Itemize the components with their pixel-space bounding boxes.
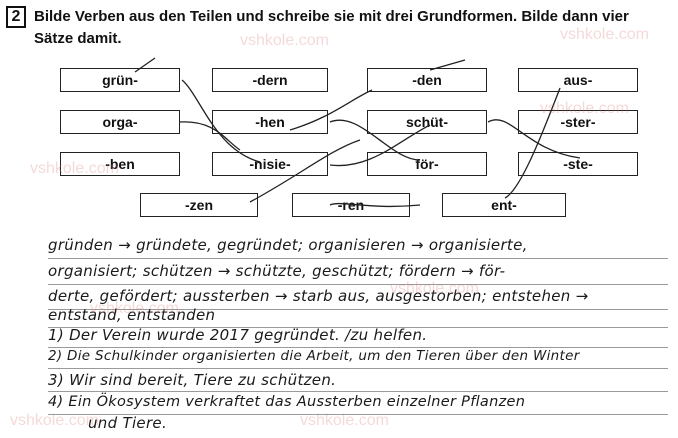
sentence-line: 1) Der Verein wurde 2017 gegründet. /zu … (48, 326, 428, 344)
sentence-line: 2) Die Schulkinder organisierten die Arb… (48, 348, 580, 364)
word-box: -ste- (518, 152, 638, 176)
ruled-line (48, 309, 668, 310)
word-box: grün- (60, 68, 180, 92)
word-box: ent- (442, 193, 566, 217)
ruled-line (48, 368, 668, 369)
ruled-line (48, 284, 668, 285)
sentence-line: 4) Ein Ökosystem verkraftet das Aussterb… (48, 394, 526, 410)
word-box: -ster- (518, 110, 638, 134)
word-box: -den (367, 68, 487, 92)
word-box: -dern (212, 68, 328, 92)
word-box: -zen (140, 193, 258, 217)
ruled-line (48, 391, 668, 392)
sentence-line: 3) Wir sind bereit, Tiere zu schützen. (48, 371, 337, 389)
answer-line: organisiert; schützen → schützte, geschü… (48, 262, 506, 280)
answer-line: derte, gefördert; aussterben → starb aus… (48, 287, 589, 305)
answer-line: gründen → gründete, gegründet; organisie… (48, 236, 528, 254)
sentence-line: und Tiere. (88, 414, 168, 432)
ruled-line (48, 327, 668, 328)
ruled-line (48, 258, 668, 259)
word-box: -ren (292, 193, 410, 217)
task-instruction: Bilde Verben aus den Teilen und schreibe… (34, 8, 629, 47)
ruled-line (48, 414, 668, 415)
word-box: -nisie- (212, 152, 328, 176)
word-box: aus- (518, 68, 638, 92)
word-box: schüt- (367, 110, 487, 134)
ruled-line (48, 347, 668, 348)
word-box: -hen (212, 110, 328, 134)
word-box: -ben (60, 152, 180, 176)
task-number: 2 (6, 6, 26, 28)
word-box: för- (367, 152, 487, 176)
answer-line: entstand, entstanden (48, 306, 216, 324)
word-box: orga- (60, 110, 180, 134)
